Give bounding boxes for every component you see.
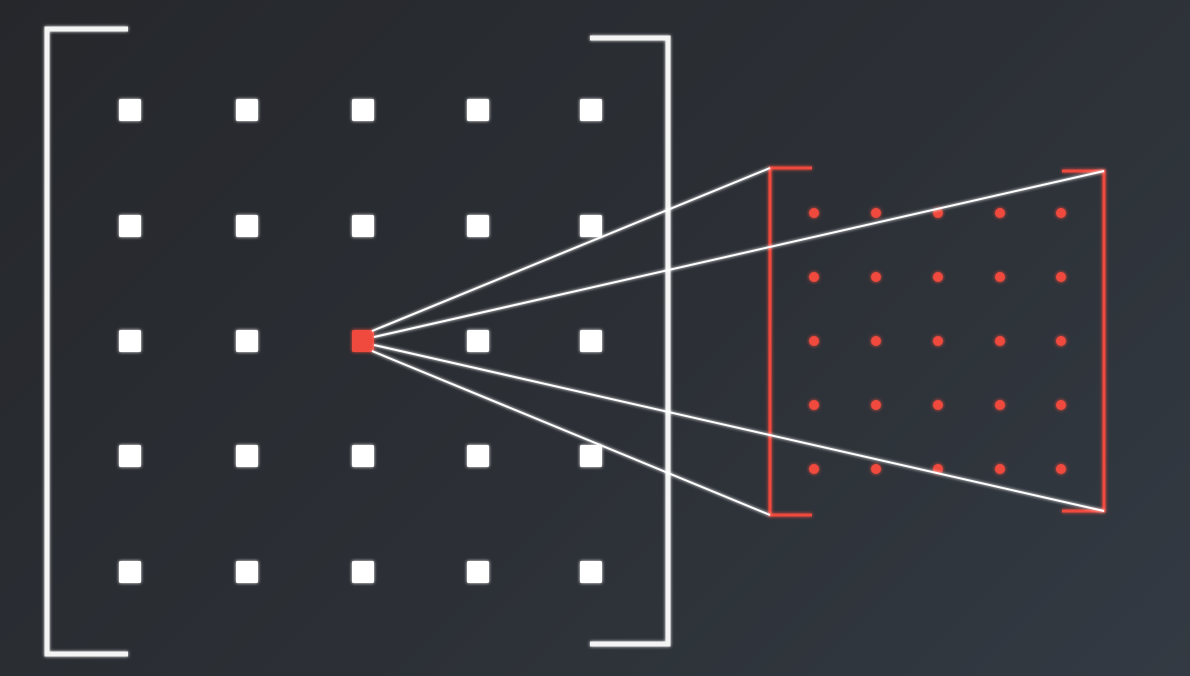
target-dot <box>933 208 943 218</box>
source-cell <box>119 330 141 352</box>
source-cell <box>352 99 374 121</box>
source-cell <box>119 561 141 583</box>
target-dot <box>995 272 1005 282</box>
source-cell <box>580 330 602 352</box>
target-dot <box>871 400 881 410</box>
target-right-bracket <box>1062 169 1106 513</box>
source-cell <box>119 215 141 237</box>
target-dot <box>995 464 1005 474</box>
target-dot <box>933 336 943 346</box>
projection-lines <box>371 167 1105 516</box>
target-dot <box>933 272 943 282</box>
source-cell <box>119 445 141 467</box>
target-dot <box>1056 464 1066 474</box>
target-dot <box>871 336 881 346</box>
source-left-bracket <box>44 26 128 657</box>
target-matrix <box>768 166 1106 517</box>
target-dot <box>1056 400 1066 410</box>
target-dot <box>871 272 881 282</box>
source-cell <box>236 99 258 121</box>
source-cell <box>580 445 602 467</box>
projection-line <box>371 167 771 332</box>
target-left-bracket <box>768 166 812 517</box>
source-cell <box>352 561 374 583</box>
target-dot <box>871 208 881 218</box>
target-dot <box>809 464 819 474</box>
projection-line <box>371 350 771 516</box>
target-dot <box>809 400 819 410</box>
source-matrix <box>44 26 671 657</box>
target-dot <box>871 464 881 474</box>
target-dot <box>995 208 1005 218</box>
target-dot <box>933 400 943 410</box>
target-dot <box>933 464 943 474</box>
target-dot <box>1056 272 1066 282</box>
source-cell <box>467 330 489 352</box>
target-dot <box>809 208 819 218</box>
target-dot <box>995 400 1005 410</box>
source-cell <box>580 99 602 121</box>
source-cell-highlighted <box>352 330 374 352</box>
target-dot <box>1056 336 1066 346</box>
source-cell <box>236 561 258 583</box>
source-right-bracket <box>590 35 671 647</box>
target-dot <box>1056 208 1066 218</box>
source-cell <box>236 445 258 467</box>
source-cell <box>352 215 374 237</box>
target-dot <box>809 272 819 282</box>
source-cell <box>580 215 602 237</box>
projection-line <box>373 344 1105 512</box>
source-cell <box>467 445 489 467</box>
source-cells <box>119 99 602 583</box>
source-cell <box>352 445 374 467</box>
source-cell <box>580 561 602 583</box>
projection-line <box>373 170 1105 338</box>
source-cell <box>467 215 489 237</box>
source-cell <box>467 99 489 121</box>
source-cell <box>467 561 489 583</box>
target-dot <box>995 336 1005 346</box>
source-cell <box>236 215 258 237</box>
source-cell <box>236 330 258 352</box>
source-cell <box>119 99 141 121</box>
target-dots <box>809 208 1066 474</box>
target-dot <box>809 336 819 346</box>
